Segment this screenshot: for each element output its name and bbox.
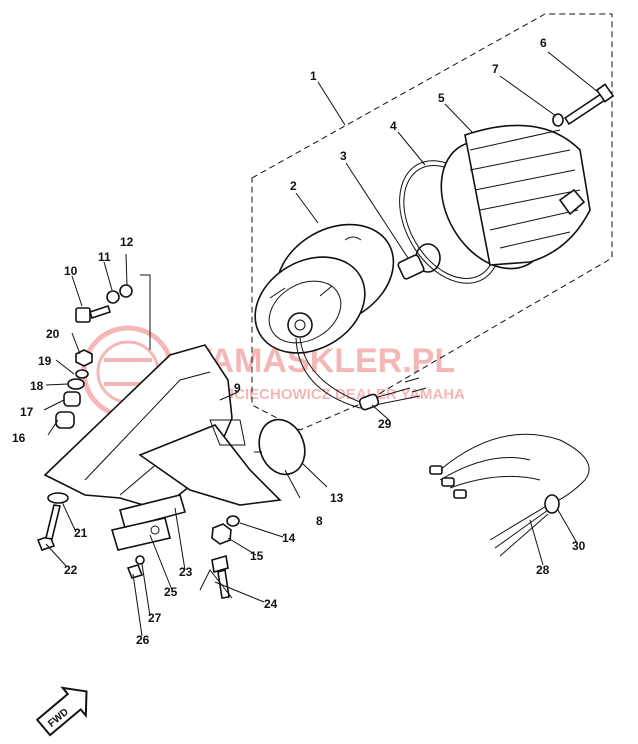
callout-7: 7 bbox=[492, 62, 499, 76]
part-25-reflector bbox=[110, 517, 171, 551]
callout-18: 18 bbox=[30, 379, 44, 393]
part-23-plate bbox=[119, 494, 186, 529]
part-22-bolt bbox=[36, 504, 61, 551]
callout-13: 13 bbox=[330, 491, 344, 505]
part-15-nut bbox=[211, 523, 232, 545]
callout-19: 19 bbox=[38, 354, 52, 368]
fwd-arrow-icon: FWD bbox=[35, 686, 88, 737]
part-24-bolt bbox=[211, 554, 230, 599]
part-14-washer bbox=[226, 515, 240, 527]
callout-1: 1 bbox=[310, 69, 317, 83]
callout-28: 28 bbox=[536, 563, 550, 577]
part-2-lamp-housing bbox=[254, 223, 395, 354]
callout-4: 4 bbox=[390, 119, 397, 133]
part-19-washer bbox=[75, 369, 89, 379]
part-3-bulb bbox=[397, 243, 441, 280]
part-13-reflector bbox=[254, 418, 306, 476]
callout-23: 23 bbox=[179, 565, 193, 579]
part-7-washer bbox=[552, 113, 564, 127]
callout-9: 9 bbox=[234, 381, 241, 395]
callout-11: 11 bbox=[98, 250, 111, 264]
callout-27: 27 bbox=[148, 611, 162, 625]
callout-25: 25 bbox=[164, 585, 178, 599]
callout-22: 22 bbox=[64, 563, 78, 577]
leader-lines bbox=[43, 51, 599, 637]
callout-29: 29 bbox=[378, 417, 392, 431]
part-11-washer bbox=[106, 290, 120, 304]
callout-16: 16 bbox=[12, 431, 26, 445]
part-18-washer bbox=[67, 378, 85, 390]
callout-labels: 1 2 3 4 5 6 7 8 9 10 11 12 13 14 15 16 1… bbox=[12, 36, 586, 647]
callout-10: 10 bbox=[64, 264, 78, 278]
part-28-wire-harness bbox=[429, 433, 590, 557]
callout-30: 30 bbox=[572, 539, 586, 553]
callout-12: 12 bbox=[120, 235, 134, 249]
part-21-washer bbox=[47, 492, 69, 504]
callout-8: 8 bbox=[316, 514, 323, 528]
callout-20: 20 bbox=[46, 327, 60, 341]
part-9-bracket bbox=[43, 344, 282, 511]
callout-17: 17 bbox=[20, 405, 34, 419]
part-17-grommet bbox=[63, 391, 81, 407]
callout-26: 26 bbox=[136, 633, 150, 647]
part-27-washer bbox=[135, 555, 145, 565]
part-26-bolt bbox=[126, 564, 144, 579]
part-5-lens bbox=[440, 124, 591, 270]
part-6-screw bbox=[563, 83, 615, 126]
callout-5: 5 bbox=[438, 91, 445, 105]
callout-6: 6 bbox=[540, 36, 547, 50]
callout-15: 15 bbox=[250, 549, 264, 563]
part-10-bolt bbox=[75, 304, 112, 323]
watermark-tagline: WOJCIECHOWICZ DEALER YAMAHA bbox=[200, 386, 465, 403]
part-16-grommet bbox=[55, 411, 75, 429]
callout-14: 14 bbox=[282, 531, 296, 545]
part-20-nut bbox=[75, 349, 93, 367]
callout-3: 3 bbox=[340, 149, 347, 163]
callout-21: 21 bbox=[74, 526, 88, 540]
callout-2: 2 bbox=[290, 179, 297, 193]
part-30-grommet bbox=[544, 494, 560, 514]
part-12-washer bbox=[119, 284, 133, 298]
callout-24: 24 bbox=[264, 597, 278, 611]
housing-wires bbox=[295, 337, 427, 411]
